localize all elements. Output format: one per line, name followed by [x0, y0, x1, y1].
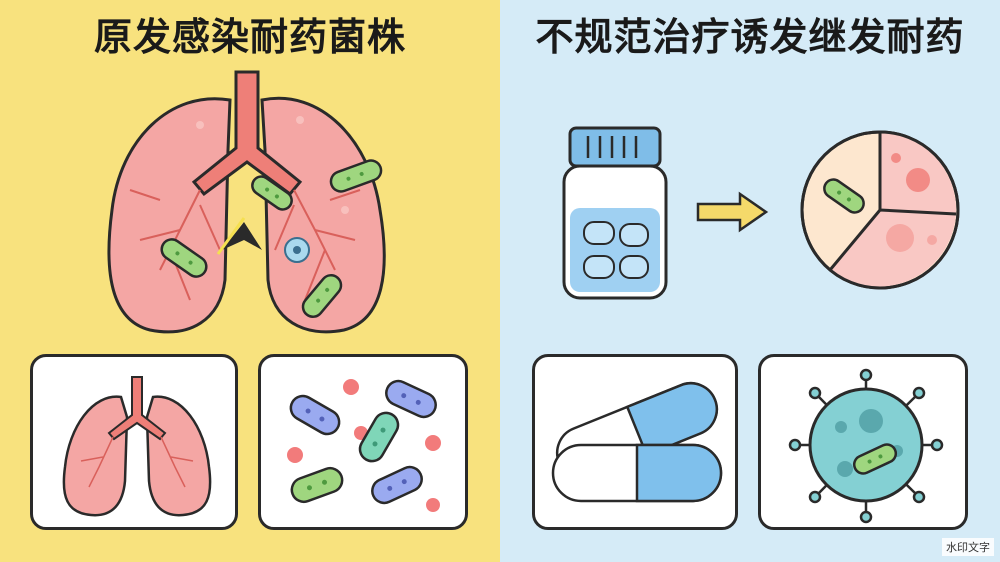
right-panel-title: 不规范治疗诱发继发耐药 — [535, 15, 965, 59]
bacteria-icon — [287, 379, 441, 512]
pie-culture-icon — [800, 130, 960, 290]
bacteria-icon — [160, 159, 383, 318]
arrow-right-icon — [696, 191, 769, 233]
virus-card — [758, 354, 968, 530]
cough-spark-icon — [216, 217, 262, 255]
capsule-card — [532, 354, 738, 530]
left-main-illustration — [107, 70, 386, 334]
capsule-icon — [551, 382, 723, 503]
watermark: 水印文字 — [942, 538, 994, 556]
lungs-icon — [62, 376, 212, 517]
lung-card — [30, 354, 238, 530]
virus-icon — [788, 368, 944, 524]
medicine-bottle-icon — [562, 126, 668, 300]
bacteria-card — [258, 354, 468, 530]
right-panel: 不规范治疗诱发继发耐药 — [500, 0, 1000, 562]
left-panel-title: 原发感染耐药菌株 — [93, 15, 406, 59]
right-main-illustration — [562, 126, 960, 300]
left-panel: 原发感染耐药菌株 — [0, 0, 500, 562]
lungs-icon — [107, 70, 386, 334]
